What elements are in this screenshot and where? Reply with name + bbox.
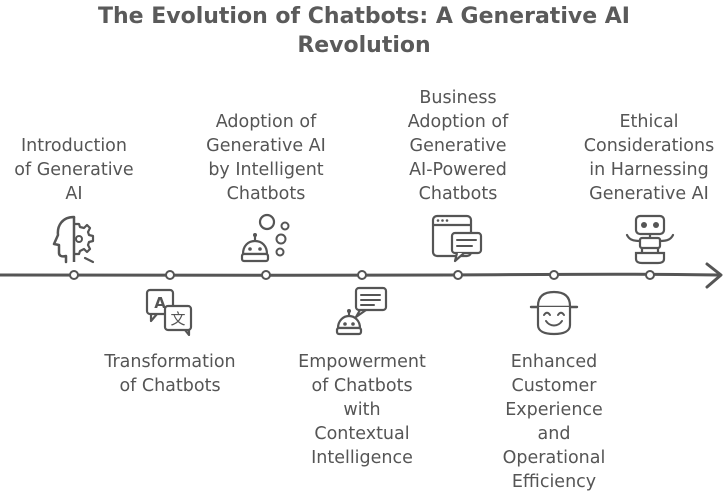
- milestone-label-line: Transformation: [104, 352, 236, 372]
- timeline-dot: [165, 270, 175, 280]
- milestone-label-line: of Chatbots: [311, 376, 413, 396]
- robot-chat-icon: [335, 286, 388, 336]
- milestone-label-line: by Intelligent: [208, 160, 324, 180]
- svg-text:A: A: [154, 294, 166, 312]
- timeline-dot: [645, 270, 655, 280]
- timeline-dot: [69, 270, 79, 280]
- milestone-label-line: Intelligence: [311, 448, 413, 468]
- milestone-label-line: Considerations: [583, 136, 715, 156]
- milestone-label-business-adoption: Business Adoption of Generative AI-Power…: [383, 86, 533, 206]
- milestone-label-line: in Harnessing: [589, 160, 709, 180]
- browser-chat-icon: [431, 214, 483, 263]
- robot-icon: [625, 214, 675, 265]
- title-line: The Evolution of Chatbots: A Generative …: [97, 4, 630, 29]
- milestone-label-line: and: [537, 424, 571, 444]
- milestone-label-line: Enhanced: [510, 352, 598, 372]
- milestone-label-line: AI: [65, 184, 83, 204]
- milestone-label-line: of Generative: [14, 160, 134, 180]
- milestone-label-line: Adoption of: [215, 112, 317, 132]
- milestone-label-line: Generative AI: [589, 184, 709, 204]
- milestone-label-line: Generative: [409, 136, 507, 156]
- milestone-label-adoption: Adoption of Generative AI by Intelligent…: [191, 110, 341, 206]
- milestone-label-enhanced: Enhanced Customer Experience and Operati…: [479, 350, 629, 494]
- translate-icon: A 文: [145, 288, 193, 336]
- timeline-dot: [549, 270, 559, 280]
- milestone-label-line: AI-Powered: [409, 160, 507, 180]
- milestone-label-line: Customer: [511, 376, 597, 396]
- milestone-label-line: Chatbots: [226, 184, 306, 204]
- milestone-label-line: with: [343, 400, 381, 420]
- milestone-label-line: Operational: [502, 448, 606, 468]
- timeline-dot: [453, 270, 463, 280]
- svg-text:文: 文: [170, 310, 185, 328]
- milestone-label-line: Generative AI: [206, 136, 326, 156]
- ai-head-gear-icon: [52, 215, 95, 264]
- timeline-dot: [261, 270, 271, 280]
- milestone-label-transformation: Transformation of Chatbots: [90, 350, 250, 398]
- happy-customer-icon: [529, 290, 579, 336]
- milestone-label-line: Ethical: [619, 112, 679, 132]
- page-title: The Evolution of Chatbots: A Generative …: [0, 2, 728, 60]
- milestone-label-line: Chatbots: [418, 184, 498, 204]
- milestone-label-line: of Chatbots: [119, 376, 221, 396]
- milestone-label-line: Efficiency: [511, 472, 597, 492]
- milestone-label-line: Experience: [505, 400, 603, 420]
- milestone-label-ethical: Ethical Considerations in Harnessing Gen…: [570, 110, 728, 206]
- milestone-label-line: Empowerment: [298, 352, 426, 372]
- timeline-dot: [357, 270, 367, 280]
- robot-bubbles-icon: [240, 213, 290, 263]
- milestone-label-line: Business: [419, 88, 497, 108]
- milestone-label-empowerment: Empowerment of Chatbots with Contextual …: [282, 350, 442, 470]
- milestone-label-introduction: Introduction of Generative AI: [4, 134, 144, 206]
- timeline-arrowhead: [705, 262, 723, 289]
- title-line: Revolution: [297, 33, 431, 58]
- milestone-label-line: Contextual: [314, 424, 410, 444]
- milestone-label-line: Adoption of: [407, 112, 509, 132]
- milestone-label-line: Introduction: [21, 136, 127, 156]
